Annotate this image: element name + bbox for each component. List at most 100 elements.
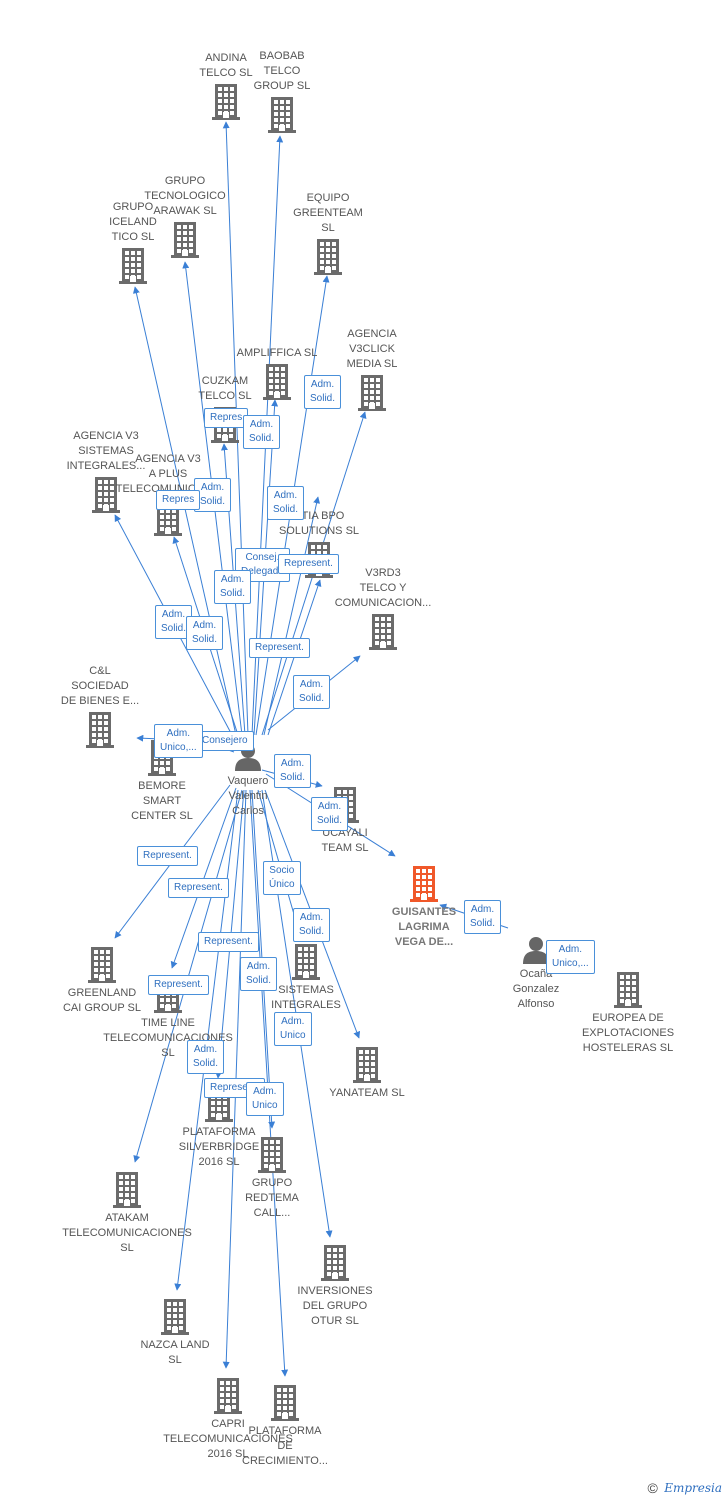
node-label: YANATEAM SL: [329, 1087, 405, 1099]
edge-0: [222, 121, 249, 736]
edge-label[interactable]: Adm. Unico: [246, 1082, 284, 1116]
person-node-oca[interactable]: Ocaña Gonzalez Alfonso: [471, 936, 601, 1012]
edge-label[interactable]: Adm. Solid.: [240, 957, 278, 991]
building-icon: [119, 248, 147, 284]
building-icon: [358, 375, 386, 411]
company-node-eqg[interactable]: EQUIPO GREENTEAM SL: [263, 191, 393, 275]
company-node-gui[interactable]: GUISANTES LAGRIMA VEGA DE...: [359, 866, 489, 950]
building-icon: [88, 947, 116, 983]
building-icon: [321, 1245, 349, 1281]
node-label: EQUIPO GREENTEAM SL: [293, 192, 363, 234]
node-label: INVERSIONES DEL GRUPO OTUR SL: [297, 1285, 373, 1327]
node-label: AMPLIFFICA SL: [236, 347, 318, 359]
building-icon: [271, 1385, 299, 1421]
edge-label[interactable]: Adm. Solid.: [214, 570, 252, 604]
company-node-and[interactable]: ANDINA TELCO SL: [161, 51, 291, 120]
edge-label[interactable]: Represent.: [148, 975, 209, 995]
building-icon: [353, 1047, 381, 1083]
edge-label[interactable]: Represent.: [168, 878, 229, 898]
node-label: GRUPO ICELAND TICO SL: [109, 201, 157, 243]
node-label: V3RD3 TELCO Y COMUNICACION...: [334, 567, 432, 609]
company-node-v3r[interactable]: V3RD3 TELCO Y COMUNICACION...: [318, 566, 448, 650]
edge-label[interactable]: Adm. Solid.: [293, 675, 331, 709]
node-label: BEMORE SMART CENTER SL: [131, 780, 193, 822]
company-node-sis[interactable]: SISTEMAS INTEGRALES: [241, 944, 371, 1013]
edge-10: [263, 496, 321, 736]
edge-label[interactable]: Represent.: [278, 554, 339, 574]
edge-label[interactable]: Adm. Unico: [274, 1012, 312, 1046]
company-node-gta[interactable]: GRUPO TECNOLOGICO ARAWAK SL: [120, 174, 250, 258]
company-node-gre[interactable]: GREENLAND CAI GROUP SL: [37, 947, 167, 1016]
company-node-eur[interactable]: EUROPEA DE EXPLOTACIONES HOSTELERAS SL: [563, 972, 693, 1056]
building-icon: [86, 712, 114, 748]
building-icon: [263, 364, 291, 400]
company-node-gic[interactable]: GRUPO ICELAND TICO SL: [68, 200, 198, 284]
edge-label[interactable]: Adm. Solid.: [293, 908, 331, 942]
node-label: AGENCIA V3CLICK MEDIA SL: [346, 328, 398, 370]
edge-label[interactable]: Adm. Solid.: [186, 616, 224, 650]
edge-label[interactable]: Consejero: [196, 731, 254, 751]
node-label: SISTEMAS INTEGRALES: [271, 984, 341, 1011]
company-node-av3c[interactable]: AGENCIA V3CLICK MEDIA SL: [307, 327, 437, 411]
node-label: PLATAFORMA DE CRECIMIENTO...: [242, 1425, 328, 1467]
edge-label[interactable]: Adm. Unico,...: [546, 940, 595, 974]
company-node-cl[interactable]: C&L SOCIEDAD DE BIENES E...: [35, 664, 165, 748]
node-label: GRUPO TECNOLOGICO ARAWAK SL: [144, 175, 226, 217]
company-node-plac[interactable]: PLATAFORMA DE CRECIMIENTO...: [220, 1385, 350, 1469]
building-icon: [268, 97, 296, 133]
building-icon: [369, 614, 397, 650]
company-node-amp[interactable]: AMPLIFFICA SL: [212, 346, 342, 400]
edge-label[interactable]: Adm. Solid.: [304, 375, 342, 409]
node-label: GRUPO REDTEMA CALL...: [245, 1177, 299, 1219]
edge-label[interactable]: Adm. Solid.: [274, 754, 312, 788]
edge-label[interactable]: Adm. Solid.: [187, 1040, 225, 1074]
edge-label[interactable]: Adm. Solid.: [464, 900, 502, 934]
node-label: AGENCIA V3 SISTEMAS INTEGRALES...: [66, 430, 146, 472]
edge-3: [132, 286, 237, 736]
edge-label[interactable]: Represent.: [249, 638, 310, 658]
building-icon: [314, 239, 342, 275]
node-label: EUROPEA DE EXPLOTACIONES HOSTELERAS SL: [581, 1012, 675, 1054]
building-icon: [171, 222, 199, 258]
company-node-bao[interactable]: BAOBAB TELCO GROUP SL: [217, 49, 347, 133]
edge-label[interactable]: Adm. Solid.: [311, 797, 349, 831]
edge-label[interactable]: Adm. Unico,...: [154, 724, 203, 758]
brand-footer: © Empresia: [648, 1480, 722, 1496]
copyright-icon: ©: [647, 1480, 658, 1496]
building-icon: [214, 1378, 242, 1414]
edge-label[interactable]: Represent.: [198, 932, 259, 952]
building-icon: [614, 972, 642, 1008]
building-icon: [113, 1172, 141, 1208]
edge-label[interactable]: Adm. Solid.: [194, 478, 232, 512]
edge-label[interactable]: Represent.: [137, 846, 198, 866]
edge-label[interactable]: Repres: [204, 408, 249, 428]
building-icon: [92, 477, 120, 513]
node-label: NAZCA LAND SL: [140, 1339, 210, 1366]
node-label: C&L SOCIEDAD DE BIENES E...: [60, 665, 140, 707]
edge-label[interactable]: Adm. Solid.: [267, 486, 305, 520]
node-label: BAOBAB TELCO GROUP SL: [253, 50, 311, 92]
node-label: ATAKAM TELECOMUNICACIONES SL: [62, 1212, 192, 1254]
edge-label[interactable]: Repres: [156, 490, 201, 510]
edge-label[interactable]: Socio Único: [263, 861, 301, 895]
person-icon: [523, 937, 549, 964]
company-node-naz[interactable]: NAZCA LAND SL: [110, 1299, 240, 1368]
building-icon: [410, 866, 438, 902]
brand-logo[interactable]: Empresia: [664, 1481, 722, 1495]
node-label: Vaquero Valentin Carlos: [227, 775, 269, 817]
company-node-ata[interactable]: ATAKAM TELECOMUNICACIONES SL: [62, 1172, 192, 1256]
company-node-av3s[interactable]: AGENCIA V3 SISTEMAS INTEGRALES...: [41, 429, 171, 513]
edge-label[interactable]: Adm. Solid.: [243, 415, 281, 449]
node-label: GREENLAND CAI GROUP SL: [62, 987, 142, 1014]
company-node-yan[interactable]: YANATEAM SL: [302, 1047, 432, 1101]
building-icon: [161, 1299, 189, 1335]
node-label: GUISANTES LAGRIMA VEGA DE...: [391, 906, 457, 948]
company-node-inv[interactable]: INVERSIONES DEL GRUPO OTUR SL: [270, 1245, 400, 1329]
company-node-gru[interactable]: GRUPO REDTEMA CALL...: [207, 1137, 337, 1221]
node-label: ANDINA TELCO SL: [199, 52, 253, 79]
node-label: Ocaña Gonzalez Alfonso: [512, 968, 560, 1010]
company-node-cap[interactable]: CAPRI TELECOMUNICACIONES 2016 SL: [163, 1378, 293, 1462]
building-icon: [212, 84, 240, 120]
node-label: CUZKAM TELCO SL: [198, 375, 252, 402]
node-label: CAPRI TELECOMUNICACIONES 2016 SL: [163, 1418, 293, 1460]
